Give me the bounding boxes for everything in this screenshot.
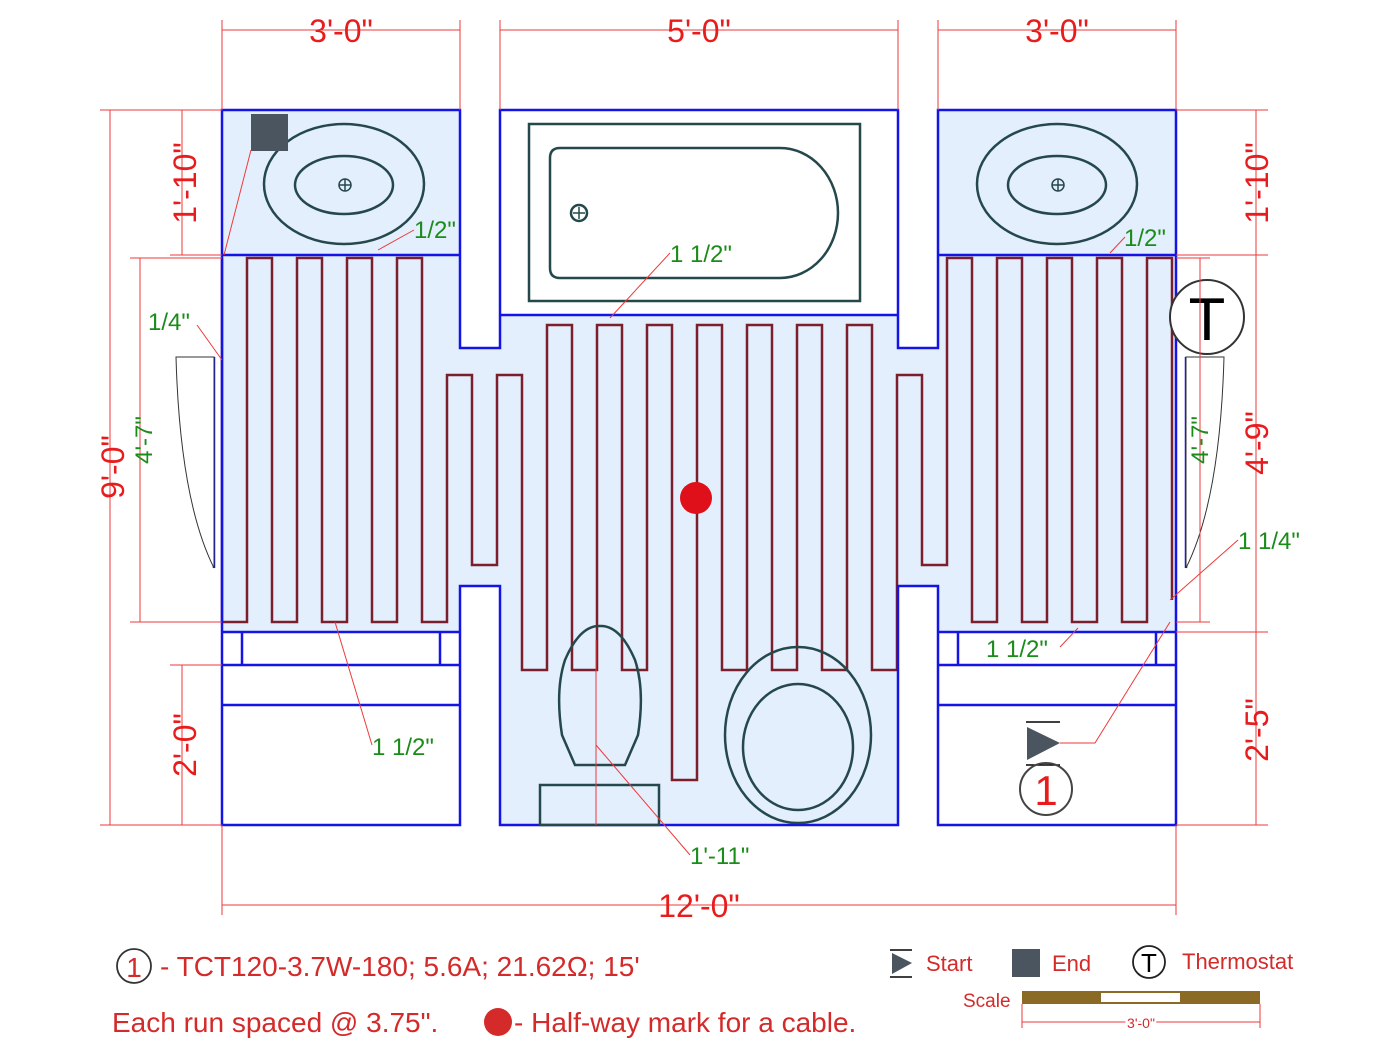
legend-halfway-note: - Half-way mark for a cable.	[514, 1007, 856, 1038]
dim-right-heated: 4'-7"	[1187, 416, 1214, 464]
bathtub	[527, 122, 862, 303]
clearance-tub: 1 1/2"	[670, 241, 732, 268]
dim-left-bottom: 2'-0"	[167, 713, 203, 777]
dim-overall-width: 12'-0"	[658, 888, 740, 924]
dim-right-middle: 4'-9"	[1239, 411, 1275, 475]
dim-left-vanity: 1'-10"	[167, 142, 203, 224]
dim-right-bottom: 2'-5"	[1239, 698, 1275, 762]
bidet-or-round-fixture	[723, 645, 873, 825]
left-door-swing	[175, 356, 215, 569]
legend-cable-spec: - TCT120-3.7W-180; 5.6A; 21.62Ω; 15'	[160, 951, 640, 982]
dim-left-heated: 4'-7"	[131, 416, 158, 464]
cable-start-icon	[1026, 721, 1060, 766]
legend-halfway-icon	[484, 1008, 512, 1036]
left-sink	[262, 122, 426, 246]
svg-text:1: 1	[1034, 767, 1057, 814]
tub-area	[500, 110, 898, 315]
legend-cable-number: 1	[126, 952, 142, 983]
halfway-mark-icon	[680, 482, 712, 514]
clearance-toilet: 1'-11"	[690, 843, 749, 870]
legend-thermostat-icon	[1132, 945, 1166, 979]
legend-end-label: End	[1052, 951, 1091, 976]
legend-start-icon	[890, 949, 912, 978]
svg-text:T: T	[1189, 286, 1226, 353]
heated-floor-area	[222, 110, 1176, 825]
toilet	[538, 624, 661, 827]
legend-spacing-note: Each run spaced @ 3.75".	[112, 1007, 438, 1038]
clearance-right-cabinet: 1 1/2"	[986, 636, 1048, 663]
heating-cable	[220, 256, 1174, 782]
clearance-left-wall: 1/4"	[148, 309, 190, 336]
legend-end-icon	[1012, 949, 1040, 977]
legend: 1 - TCT120-3.7W-180; 5.6A; 21.62Ω; 15' E…	[112, 945, 1293, 1038]
legend-scale-label: Scale	[963, 991, 1011, 1012]
legend-thermostat-letter: T	[1141, 948, 1157, 978]
cable-number-marker: 1	[1019, 762, 1073, 816]
legend-scale-length: 3'-0"	[1127, 1015, 1155, 1031]
thermostat-icon: T	[1169, 279, 1245, 355]
dimension-lines	[100, 20, 1268, 915]
legend-thermostat-label: Thermostat	[1182, 949, 1293, 974]
clearance-left-vanity: 1/2"	[414, 217, 456, 244]
legend-start-label: Start	[926, 951, 972, 976]
right-door-swing	[1185, 356, 1225, 569]
dim-overall-height: 9'-0"	[95, 435, 131, 499]
scale-bar	[1021, 991, 1261, 1028]
clearance-right-vanity: 1/2"	[1124, 225, 1166, 252]
dim-top-right: 3'-0"	[1025, 13, 1089, 49]
clearance-right-wall: 1 1/4"	[1238, 528, 1300, 555]
clearance-left-cabinet: 1 1/2"	[372, 734, 434, 761]
dim-top-center: 5'-0"	[667, 13, 731, 49]
dim-top-left: 3'-0"	[309, 13, 373, 49]
dim-right-vanity: 1'-10"	[1239, 142, 1275, 224]
cable-end-icon	[251, 114, 288, 151]
right-sink	[975, 122, 1139, 246]
